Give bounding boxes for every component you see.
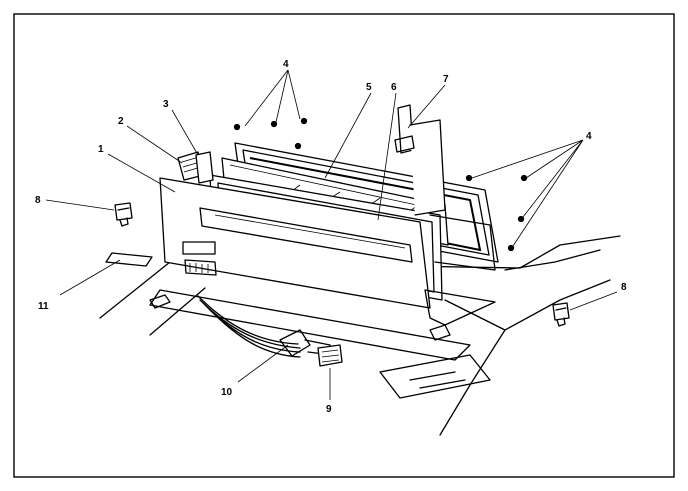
callout-11: 11 bbox=[38, 301, 49, 312]
harness-connector bbox=[317, 344, 343, 367]
screw-set-right bbox=[465, 174, 528, 252]
mounting-bracket bbox=[195, 151, 214, 184]
foam-pad bbox=[105, 252, 153, 267]
callout-10: 10 bbox=[221, 387, 233, 398]
callout-8-right: 8 bbox=[621, 282, 627, 293]
instrument-bezel bbox=[159, 177, 431, 309]
console-base bbox=[99, 235, 621, 436]
callout-3: 3 bbox=[163, 99, 169, 110]
callout-8-left: 8 bbox=[35, 195, 41, 206]
callout-2: 2 bbox=[118, 116, 124, 127]
callout-9: 9 bbox=[326, 404, 332, 415]
callout-4-left: 4 bbox=[283, 59, 289, 70]
retainer-clip-right bbox=[552, 302, 570, 327]
callout-7: 7 bbox=[443, 74, 449, 85]
callout-labels: 1 2 3 4 5 6 7 4 8 8 11 10 9 bbox=[35, 59, 627, 415]
callout-1: 1 bbox=[98, 144, 104, 155]
printed-circuit-plate bbox=[424, 214, 496, 326]
dimmer-switch bbox=[394, 104, 446, 216]
retainer-clip-left bbox=[114, 202, 133, 227]
wiring-harness bbox=[197, 295, 333, 358]
callout-4-right: 4 bbox=[586, 131, 592, 142]
screw-set-left bbox=[233, 117, 308, 150]
diagram-border bbox=[13, 13, 675, 478]
callout-6: 6 bbox=[391, 82, 397, 93]
callout-5: 5 bbox=[366, 82, 372, 93]
leader-lines bbox=[45, 69, 618, 400]
